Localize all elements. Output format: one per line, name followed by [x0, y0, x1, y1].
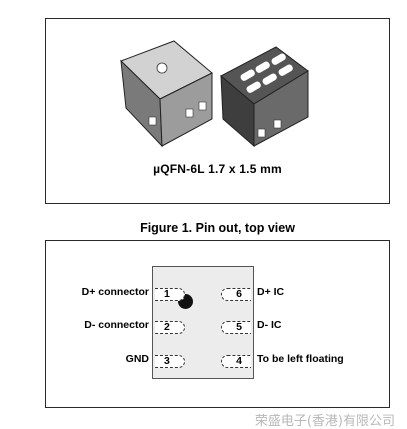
pin-pad-2: 2	[155, 321, 185, 334]
figure-title: Figure 1. Pin out, top view	[140, 221, 295, 235]
pin-pad-5: 5	[221, 321, 251, 334]
watermark-text: 荣盛电子(香港)有限公司	[254, 414, 395, 429]
package-3d-drawing	[120, 40, 309, 148]
package-outline: 1 2 3 6 5 4	[152, 266, 254, 379]
pin-label-2: D- connector	[84, 319, 149, 331]
pin-label-5: D- IC	[257, 319, 282, 331]
package-illustration-panel: µQFN-6L 1.7 x 1.5 mm	[45, 18, 390, 204]
package-top-view	[120, 40, 213, 148]
pin-pad-4: 4	[221, 355, 251, 368]
pin-label-1: D+ connector	[81, 286, 149, 298]
package-caption: µQFN-6L 1.7 x 1.5 mm	[153, 162, 282, 176]
pin-label-6: D+ IC	[257, 286, 285, 298]
pin-label-4: To be left floating	[257, 353, 344, 365]
pinout-panel: 1 2 3 6 5 4 D+ connector D- connector GN…	[45, 240, 390, 408]
pin-pad-3: 3	[155, 355, 185, 368]
pin-number: 5	[236, 321, 242, 333]
pin-number: 1	[164, 288, 170, 300]
pin-number: 3	[164, 355, 170, 367]
pin-label-3: GND	[125, 353, 149, 365]
pin-pad-1: 1	[155, 288, 185, 301]
pin-pad-6: 6	[221, 288, 251, 301]
pin-number: 2	[164, 321, 170, 333]
pin-number: 4	[236, 355, 242, 367]
package-bottom-view	[220, 46, 309, 148]
pin-number: 6	[236, 288, 242, 300]
